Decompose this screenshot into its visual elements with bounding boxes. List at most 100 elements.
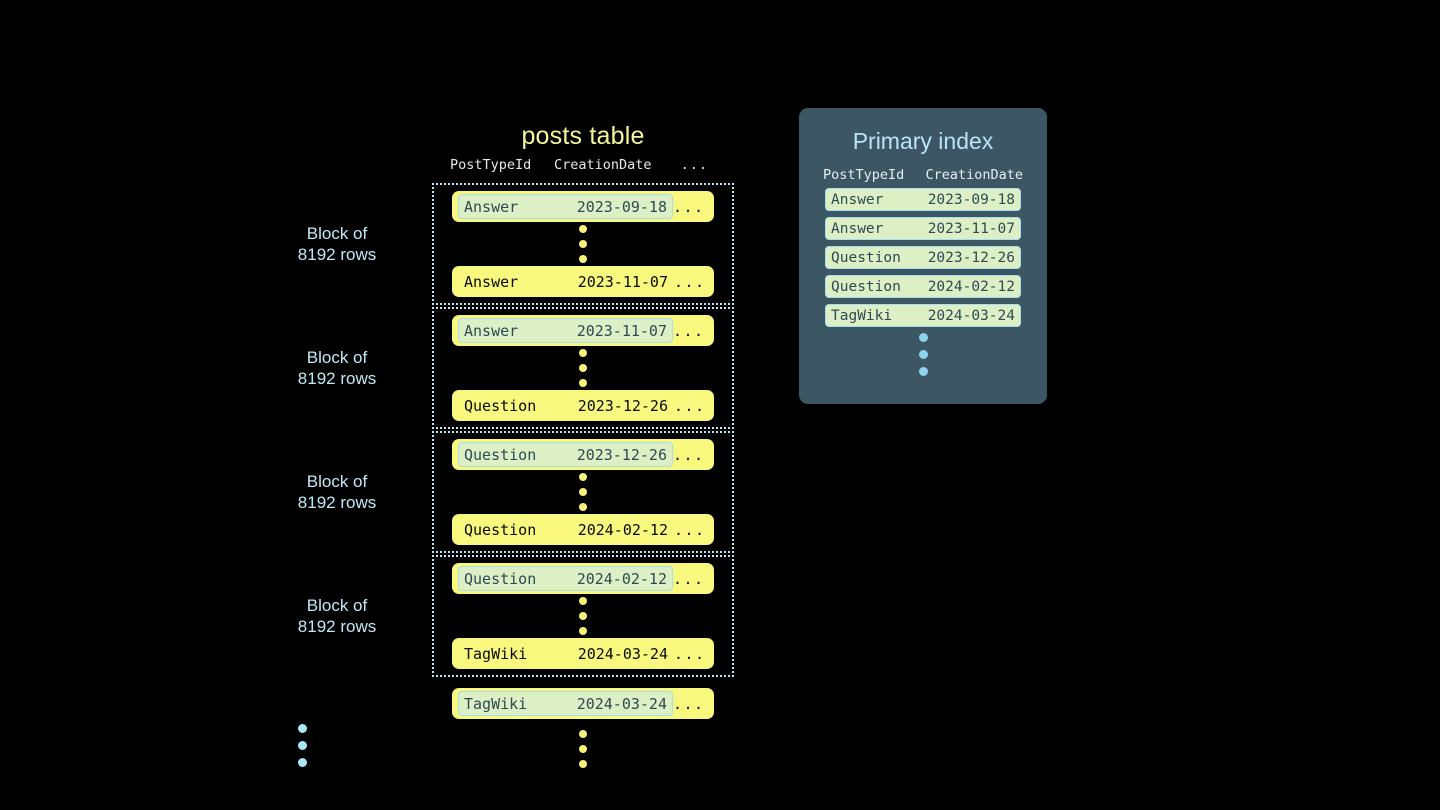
tail-area: TagWiki 2024-03-24 ... (298, 688, 734, 775)
table-row: TagWiki 2024-03-24 ... (452, 688, 714, 719)
column-header-creationdate: CreationDate (554, 157, 652, 173)
primary-index-row: TagWiki 2024-03-24 (825, 304, 1021, 327)
column-header-ellipsis: ... (680, 157, 708, 173)
cell-posttypeid: TagWiki (464, 694, 528, 713)
cell-creationdate: 2024-02-12 (927, 278, 1015, 295)
dot-icon (918, 350, 928, 359)
table-row: Answer 2023-11-07... (452, 266, 714, 297)
primary-index-panel: Primary index PostTypeId CreationDate An… (799, 108, 1047, 404)
dot-icon (579, 730, 587, 738)
block-label: Block of 8192 rows (297, 348, 377, 388)
dot-icon (579, 597, 587, 605)
posts-table-column-headers: PostTypeId CreationDate ... (432, 157, 734, 183)
primary-index-ellipsis-dots (813, 333, 1033, 376)
dot-icon (579, 627, 587, 635)
row-cells: Question 2024-02-12 (458, 518, 674, 542)
cell-ellipsis: ... (674, 272, 706, 291)
dot-icon (298, 724, 307, 733)
row-cells: Answer 2023-11-07 (458, 270, 674, 294)
cell-creationdate: 2024-03-24 (927, 307, 1015, 324)
cell-creationdate: 2024-02-12 (577, 520, 668, 539)
cell-posttypeid: TagWiki (464, 644, 528, 663)
cell-posttypeid: Answer (831, 220, 884, 237)
cell-posttypeid: Answer (464, 272, 519, 291)
cell-creationdate: 2024-02-12 (576, 569, 667, 588)
dot-icon (579, 240, 587, 248)
left-vertical-ellipsis-dots (298, 724, 307, 767)
dot-icon (579, 364, 587, 372)
dot-icon (579, 760, 587, 768)
primary-index-row: Answer 2023-11-07 (825, 217, 1021, 240)
cell-ellipsis: ... (673, 445, 705, 464)
dot-icon (298, 758, 307, 767)
cell-creationdate: 2024-03-24 (577, 644, 668, 663)
row-highlight-box: TagWiki 2024-03-24 (458, 691, 673, 716)
cell-creationdate: 2023-12-26 (576, 445, 667, 464)
dot-icon (579, 255, 587, 263)
cell-posttypeid: Answer (464, 321, 519, 340)
cell-creationdate: 2023-11-07 (927, 220, 1015, 237)
cell-posttypeid: Answer (831, 191, 884, 208)
cell-posttypeid: Question (464, 569, 537, 588)
table-row: Answer 2023-11-07... (452, 315, 714, 346)
block-label: Block of 8192 rows (297, 224, 377, 264)
cell-ellipsis: ... (674, 520, 706, 539)
vertical-ellipsis-dots (434, 346, 732, 390)
column-header-posttypeid: PostTypeId (823, 167, 905, 183)
primary-index-title: Primary index (852, 128, 994, 154)
vertical-ellipsis-dots (432, 723, 734, 775)
cell-creationdate: 2023-12-26 (927, 249, 1015, 266)
dot-icon (579, 349, 587, 357)
dot-icon (579, 225, 587, 233)
cell-creationdate: 2023-11-07 (577, 272, 668, 291)
column-header-creationdate: CreationDate (925, 167, 1023, 183)
cell-creationdate: 2023-11-07 (576, 321, 667, 340)
primary-index-column-headers: PostTypeId CreationDate (813, 162, 1033, 188)
block-label: Block of 8192 rows (297, 472, 377, 512)
cell-creationdate: 2023-09-18 (927, 191, 1015, 208)
row-highlight-box: Answer 2023-11-07 (458, 318, 673, 343)
table-row: Question 2023-12-26... (452, 439, 714, 470)
vertical-ellipsis-dots (434, 594, 732, 638)
cell-ellipsis: ... (673, 321, 705, 340)
primary-index-row: Question 2024-02-12 (825, 275, 1021, 298)
table-row: Question 2024-02-12... (452, 514, 714, 545)
cell-ellipsis: ... (673, 694, 705, 713)
dot-icon (579, 473, 587, 481)
dot-icon (918, 367, 928, 376)
cell-ellipsis: ... (674, 644, 706, 663)
vertical-ellipsis-dots (434, 222, 732, 266)
table-row: TagWiki 2024-03-24... (452, 638, 714, 669)
dot-icon (298, 741, 307, 750)
dot-icon (579, 612, 587, 620)
posts-table-title: posts table (521, 122, 645, 150)
row-highlight-box: Question 2024-02-12 (458, 566, 673, 591)
cell-posttypeid: Question (831, 249, 901, 266)
cell-posttypeid: Question (464, 396, 537, 415)
cell-ellipsis: ... (674, 396, 706, 415)
cell-posttypeid: Answer (464, 197, 519, 216)
row-cells: TagWiki 2024-03-24 (458, 642, 674, 666)
dot-icon (579, 379, 587, 387)
dot-icon (579, 488, 587, 496)
cell-posttypeid: Question (464, 520, 537, 539)
primary-index-row: Answer 2023-09-18 (825, 188, 1021, 211)
cell-creationdate: 2024-03-24 (576, 694, 667, 713)
block-label: Block of 8192 rows (297, 596, 377, 636)
primary-index-row: Question 2023-12-26 (825, 246, 1021, 269)
cell-posttypeid: TagWiki (831, 307, 893, 324)
column-header-posttypeid: PostTypeId (450, 157, 532, 173)
cell-posttypeid: Question (464, 445, 537, 464)
vertical-ellipsis-dots (434, 470, 732, 514)
cell-ellipsis: ... (673, 197, 705, 216)
cell-posttypeid: Question (831, 278, 901, 295)
